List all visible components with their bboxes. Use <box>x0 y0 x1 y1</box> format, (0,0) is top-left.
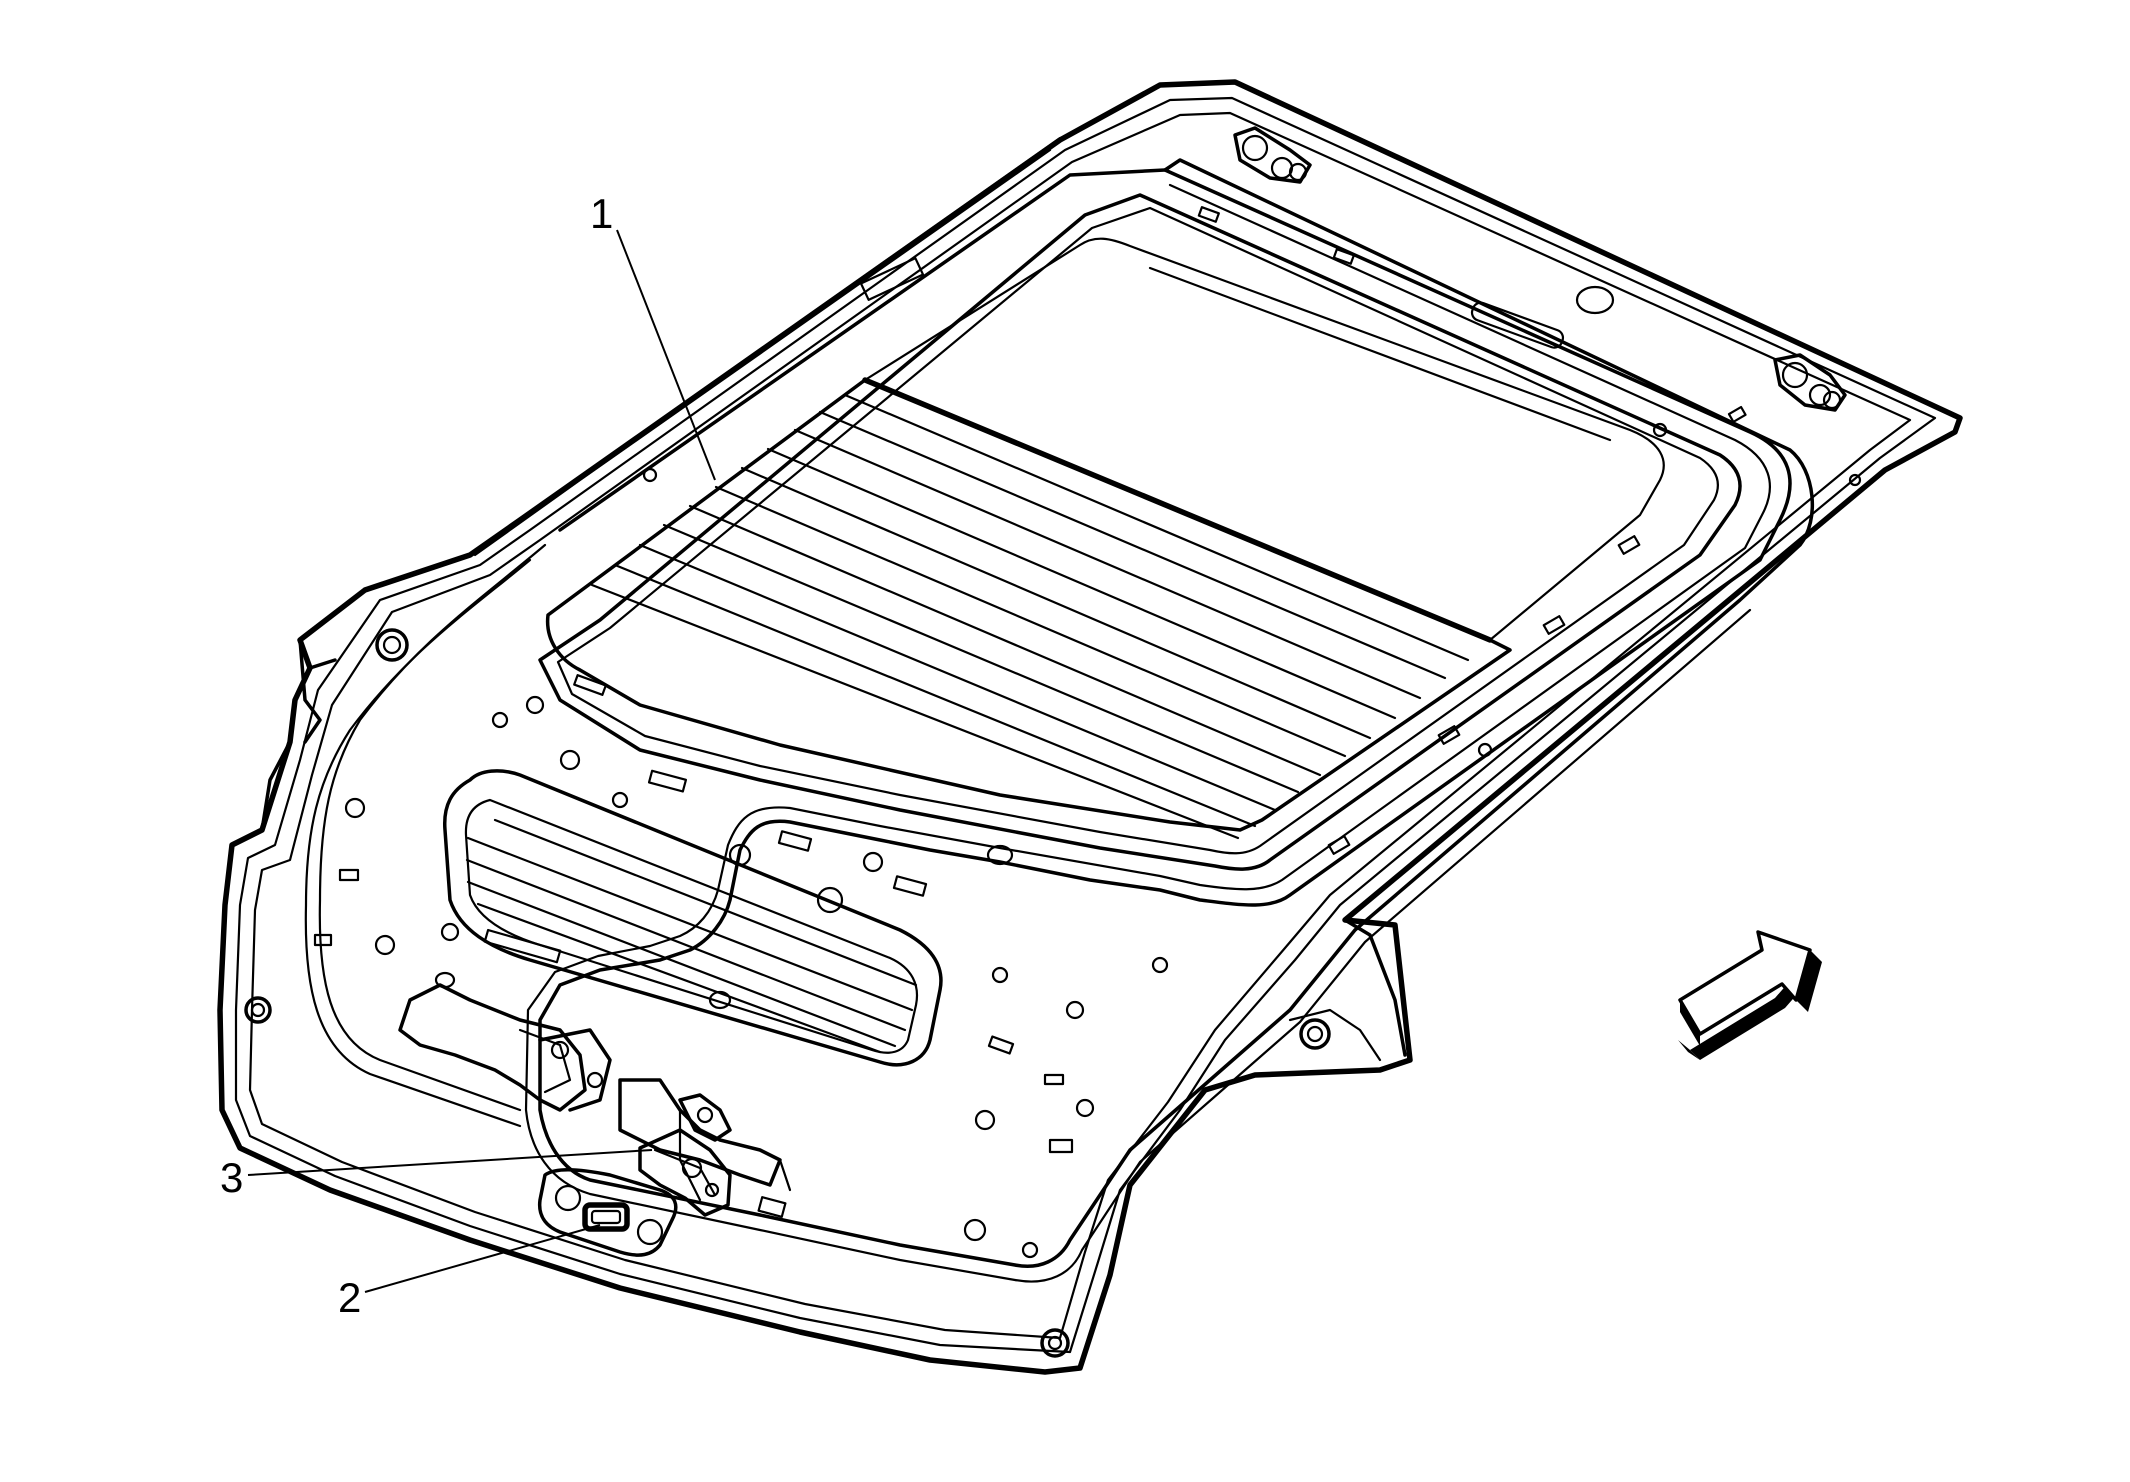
bumper-stop-right <box>1299 1018 1331 1050</box>
callout-number: 2 <box>338 1274 361 1321</box>
liftgate-latch-actuator <box>638 1093 732 1217</box>
lower-right-bracket <box>1288 918 1407 1062</box>
callout-3: 3 <box>220 1149 653 1201</box>
front-arrow-icon <box>1678 930 1822 1060</box>
rear-window-glass <box>538 193 1742 871</box>
strut-mount-left <box>375 628 409 662</box>
heater-grid-lines <box>590 393 1470 840</box>
panel-holes <box>344 422 1862 1259</box>
hinge-mount-upper-right <box>1773 353 1847 412</box>
hinge-mount-upper-left <box>1233 126 1312 184</box>
callout-2: 2 <box>338 1224 601 1321</box>
panel-slots <box>313 206 1747 1218</box>
callout-1: 1 <box>590 190 716 481</box>
callout-number: 3 <box>220 1154 243 1201</box>
lower-window-glass <box>443 769 943 1067</box>
inner-panel-contour <box>304 158 1814 1283</box>
bumper-stop-bottom <box>1040 1328 1070 1358</box>
callout-number: 1 <box>590 190 613 237</box>
bumper-stop-left <box>244 996 272 1024</box>
liftgate-latch-assembly <box>398 983 792 1202</box>
liftgate-release-switch <box>537 1168 678 1257</box>
liftgate-outer-panel <box>217 79 1963 1375</box>
